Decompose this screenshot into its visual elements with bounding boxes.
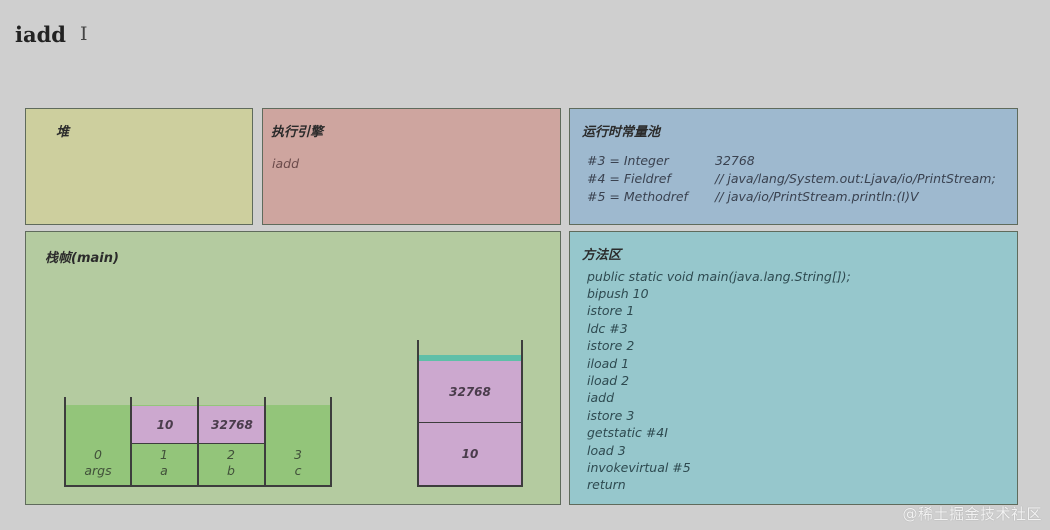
- stack-frame-heading: 栈帧(main): [45, 251, 119, 266]
- bytecode-line: iload 2: [587, 373, 630, 389]
- local-label-3: 3 c: [265, 447, 331, 479]
- current-instruction: iadd: [272, 156, 300, 171]
- local-slot-0: [66, 405, 130, 485]
- local-value-a: 10: [132, 406, 198, 444]
- slot-index: 2: [227, 447, 235, 462]
- operand-stack-bottom: 10: [419, 423, 521, 485]
- operand-stack: 32768 10: [417, 340, 523, 487]
- bytecode-line: iload 1: [587, 355, 630, 371]
- constant-pool-entry: #4 = Fieldref // java/lang/System.out:Lj…: [587, 171, 996, 186]
- slot-index: 3: [294, 447, 302, 462]
- slot-name: c: [294, 463, 302, 478]
- method-signature: public static void main(java.lang.String…: [587, 269, 851, 284]
- method-area-heading: 方法区: [582, 248, 622, 263]
- constant-value: // java/io/PrintStream.println:(I)V: [715, 189, 919, 204]
- bytecode-line: istore 3: [587, 407, 635, 423]
- local-label-0: 0 args: [65, 447, 131, 479]
- constant-pool-heading: 运行时常量池: [582, 125, 661, 140]
- slot-name: b: [227, 463, 235, 478]
- constant-value: // java/lang/System.out:Ljava/io/PrintSt…: [715, 171, 996, 186]
- constant-key: #5 = Methodref: [587, 189, 688, 204]
- execution-engine-heading: 执行引擎: [271, 125, 324, 140]
- local-label-2: 2 b: [198, 447, 264, 479]
- bytecode-line: istore 2: [587, 338, 635, 354]
- watermark: @稀土掘金技术社区: [902, 505, 1042, 523]
- slot-name: a: [160, 463, 168, 478]
- execution-engine-panel: 执行引擎 iadd: [262, 108, 561, 225]
- local-variable-table: 10 32768 0 args 1 a 2 b 3 c: [64, 397, 332, 487]
- constant-value: 32768: [715, 153, 755, 168]
- constant-key: #3 = Integer: [587, 153, 669, 168]
- runtime-constant-pool-panel: 运行时常量池 #3 = Integer 32768 #4 = Fieldref …: [569, 108, 1018, 225]
- bytecode-line: ldc #3: [587, 320, 628, 336]
- constant-key: #4 = Fieldref: [587, 171, 671, 186]
- local-value-b: 32768: [199, 406, 265, 444]
- slot-index: 0: [94, 447, 102, 462]
- stack-top-marker: [419, 355, 521, 361]
- text-cursor-icon: I: [80, 23, 88, 45]
- constant-pool-entry: #5 = Methodref // java/io/PrintStream.pr…: [587, 189, 919, 204]
- stack-frame-panel: 栈帧(main) 10 32768 0 args 1 a 2 b 3 c: [25, 231, 561, 505]
- constant-pool-entry: #3 = Integer 32768: [587, 153, 755, 168]
- operand-stack-top: 32768: [419, 361, 521, 423]
- heap-panel: 堆: [25, 108, 253, 225]
- bytecode-line: return: [587, 477, 626, 493]
- method-area-panel: 方法区 public static void main(java.lang.St…: [569, 231, 1018, 505]
- bytecode-line: bipush 10: [587, 286, 649, 301]
- local-label-1: 1 a: [131, 447, 197, 479]
- bytecode-line: invokevirtual #5: [587, 460, 691, 476]
- bytecode-line: load 3: [587, 442, 626, 458]
- slot-name: args: [84, 463, 112, 478]
- slot-index: 1: [160, 447, 168, 462]
- heap-heading: 堆: [56, 125, 70, 140]
- bytecode-line: istore 1: [587, 303, 635, 319]
- page-title: iadd: [15, 22, 66, 47]
- bytecode-line: getstatic #4I: [587, 425, 668, 441]
- local-slot-3: [266, 405, 330, 485]
- bytecode-line: iadd: [587, 390, 615, 406]
- bytecode-list: bipush 10 istore 1 ldc #3 istore 2 iload…: [587, 285, 691, 494]
